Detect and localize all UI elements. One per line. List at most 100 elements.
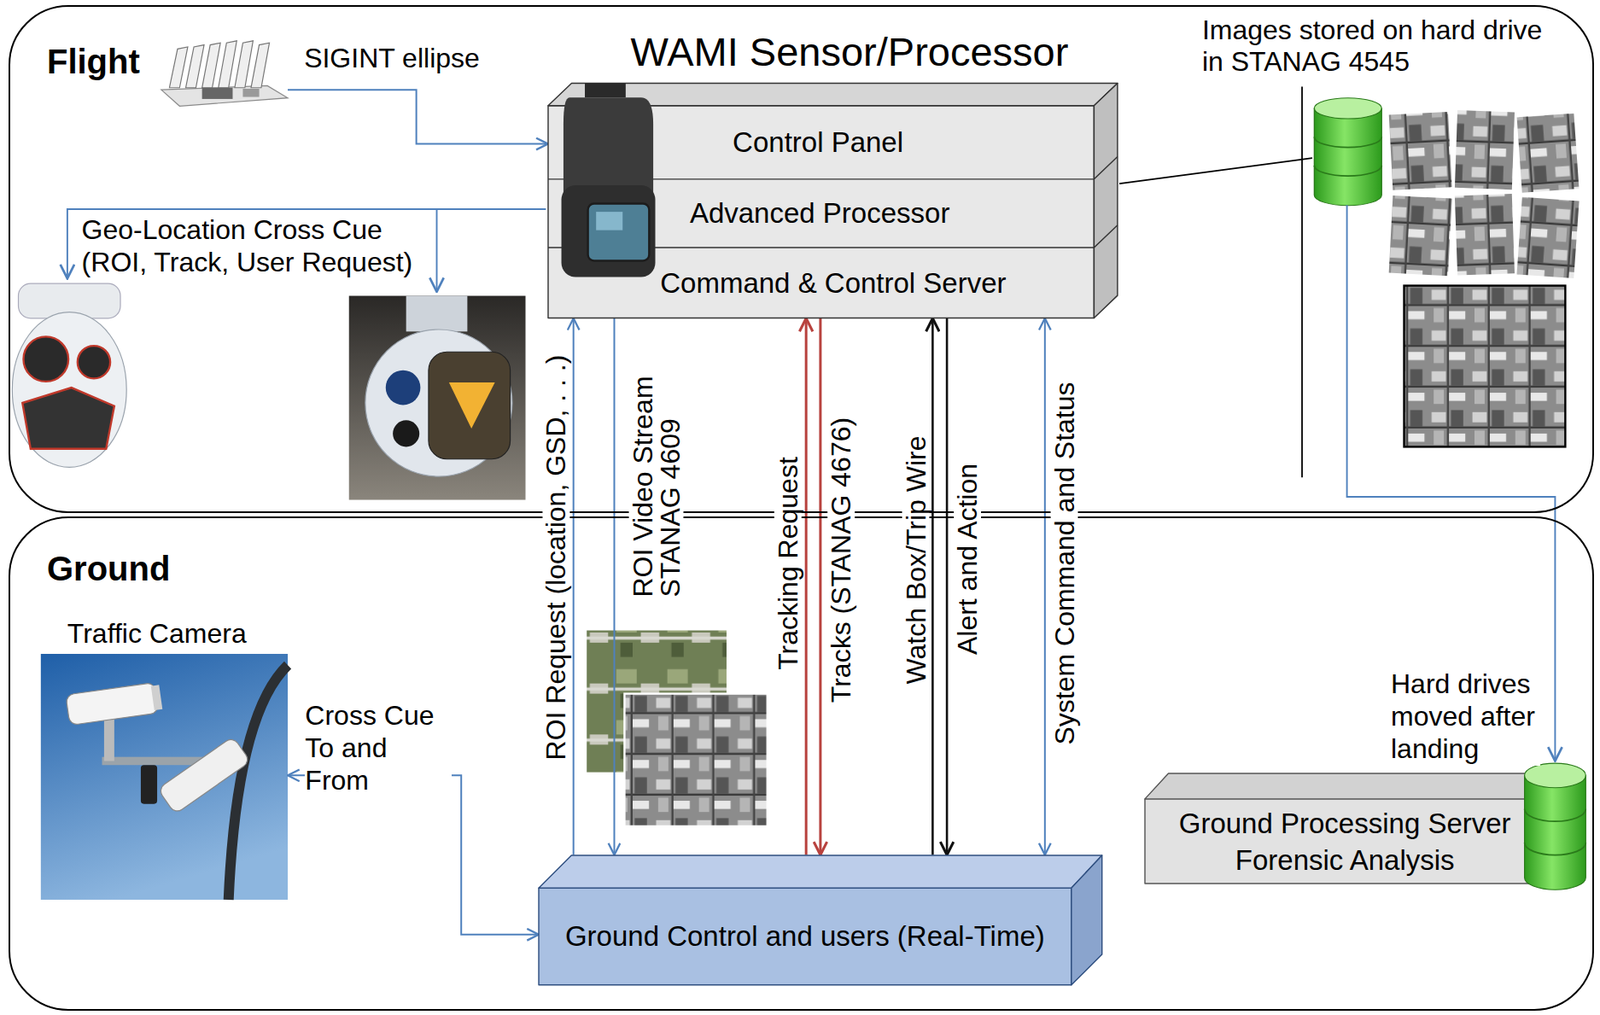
connector — [945, 318, 949, 856]
text-slot: Geo-Location Cross Cue (ROI, Track, User… — [81, 213, 424, 280]
gimbal-camera-left — [11, 283, 127, 468]
box-heading: WAMI Sensor/Processor — [630, 29, 1069, 75]
text-slot: Ground — [46, 548, 170, 589]
stored-image-thumbnails-part — [1387, 110, 1453, 192]
geo-location-cue-lines-part — [436, 209, 438, 292]
gimbal-camera-left-part — [77, 345, 111, 379]
processor-layer: Command & Control Server — [548, 247, 1094, 318]
connector — [818, 318, 822, 856]
gimbal-camera-photo-part — [349, 296, 526, 501]
traffic-camera-photo-part — [140, 764, 158, 804]
source-label: SIGINT ellipse — [303, 42, 480, 75]
sigint-antenna-array-part — [186, 45, 205, 88]
connector-label: Tracks (STANAG 4676) — [827, 417, 855, 703]
connector-label: Cross Cue To and From — [304, 699, 452, 798]
connector-label: System Command and Status — [1051, 381, 1079, 745]
gimbal-camera-photo-part — [385, 370, 421, 406]
ground-control-box-outline — [538, 855, 1103, 986]
note-label: Geo-Location Cross Cue (ROI, Track, User… — [81, 213, 424, 280]
text-slot: Flight — [46, 41, 141, 82]
text-slot: Alert and Action — [871, 545, 1063, 573]
sigint-antenna-array-part — [218, 40, 238, 88]
gimbal-camera-photo-part — [406, 296, 468, 333]
geo-location-cue-lines-part — [67, 209, 547, 279]
layer-label: Advanced Processor — [689, 197, 951, 230]
layer-label: Command & Control Server — [659, 267, 1006, 300]
processor-layer: Advanced Processor — [548, 179, 1094, 248]
connector-label: Tracking Request — [773, 456, 801, 671]
text-slot: ROI Request (location, GSD, . . .) — [353, 543, 760, 572]
traffic-camera: Traffic Camera — [40, 616, 288, 900]
connector — [572, 318, 575, 856]
traffic-camera-photo-part — [157, 736, 252, 815]
sigint-antenna-array-part — [202, 87, 234, 100]
text-slot: Images stored on hard drive in STANAG 45… — [1202, 14, 1554, 78]
connector — [613, 318, 615, 856]
traffic-camera-photo-part — [228, 665, 288, 900]
traffic-camera-photo-part — [65, 682, 159, 725]
connector — [287, 89, 549, 144]
ground-control-box-face — [538, 887, 1072, 986]
text-slot: Ground Control and users (Real-Time) — [565, 920, 1046, 953]
sigint-antenna-array-part — [251, 42, 270, 88]
sigint-antenna-array-part — [234, 40, 254, 88]
layer-label: Control Panel — [732, 126, 904, 159]
box-label: Ground Processing Server Forensic Analys… — [1156, 805, 1533, 880]
ground-control-box-face — [1071, 855, 1103, 986]
text-slot: Control Panel — [732, 126, 904, 159]
server-box-art — [1524, 763, 1587, 890]
band-heading: Ground — [46, 548, 170, 589]
ground-band: Traffic CameraGround Processing Server F… — [8, 516, 1595, 1012]
connector — [1044, 318, 1046, 856]
wami-processor-box-art — [560, 83, 655, 278]
gimbal-camera-left-part — [23, 336, 69, 382]
stored-image-thumbnails — [1387, 109, 1580, 448]
band-heading: Flight — [46, 41, 141, 82]
server-box-face — [1144, 799, 1547, 884]
text-slot: Command & Control Server — [659, 267, 1006, 300]
wami-processor-box-face — [1093, 83, 1117, 319]
text-slot: Advanced Processor — [689, 197, 951, 230]
connector — [805, 318, 808, 856]
note-label: Images stored on hard drive in STANAG 45… — [1202, 14, 1554, 78]
flight-band: SIGINT ellipseControl PanelAdvanced Proc… — [8, 5, 1595, 514]
traffic-camera-photo-part — [104, 716, 115, 762]
connector-label: Watch Box/Trip Wire — [901, 436, 929, 685]
connector — [287, 775, 539, 935]
gimbal-camera-left-part — [11, 312, 127, 468]
text-slot: Watch Box/Trip Wire — [791, 546, 1040, 574]
gimbal-camera-photo-part — [392, 420, 420, 447]
drive-transfer-line — [1347, 204, 1556, 761]
wami-processor-box: Control PanelAdvanced ProcessorCommand &… — [548, 28, 1118, 318]
storage-bracket-part — [1301, 87, 1303, 479]
connector — [931, 318, 935, 856]
ground-control-box-face — [538, 855, 1103, 888]
sigint-antenna-array-part — [169, 46, 188, 88]
storage-bracket-part — [1119, 157, 1313, 184]
text-slot: SIGINT ellipse — [303, 42, 480, 75]
connector-label: ROI Video Stream STANAG 4609 — [628, 362, 684, 597]
stored-image-thumbnails-part — [1515, 196, 1581, 281]
connector-label: ROI Request (location, GSD, . . .) — [542, 354, 570, 760]
camera-heading: Traffic Camera — [67, 618, 247, 650]
sigint-antenna-array-part — [202, 42, 222, 88]
text-slot: Tracking Request — [681, 549, 895, 578]
ground-control-box: Ground Control and users (Real-Time) — [538, 855, 1103, 986]
text-slot: Tracks (STANAG 4676) — [698, 546, 984, 574]
stored-image-thumbnails-part — [1454, 109, 1517, 192]
text-slot: Ground Processing Server Forensic Analys… — [1156, 805, 1533, 880]
hard-drive-icon — [1313, 98, 1382, 206]
aerial-photos-part — [624, 694, 767, 827]
traffic-camera-photo-part — [157, 736, 252, 815]
text-slot: WAMI Sensor/Processor — [630, 29, 1069, 75]
sigint-antenna-array-part — [242, 88, 259, 98]
stored-image-thumbnails-part — [1387, 194, 1453, 278]
connector-label: Alert and Action — [953, 463, 982, 655]
text-slot: Traffic Camera — [67, 618, 247, 650]
gimbal-camera-left-part — [22, 387, 115, 450]
sigint-antenna-array — [161, 40, 288, 106]
text-slot: Cross Cue To and From — [304, 699, 452, 798]
geo-location-cue-lines — [67, 209, 547, 292]
gimbal-camera-photo-part — [365, 329, 513, 477]
